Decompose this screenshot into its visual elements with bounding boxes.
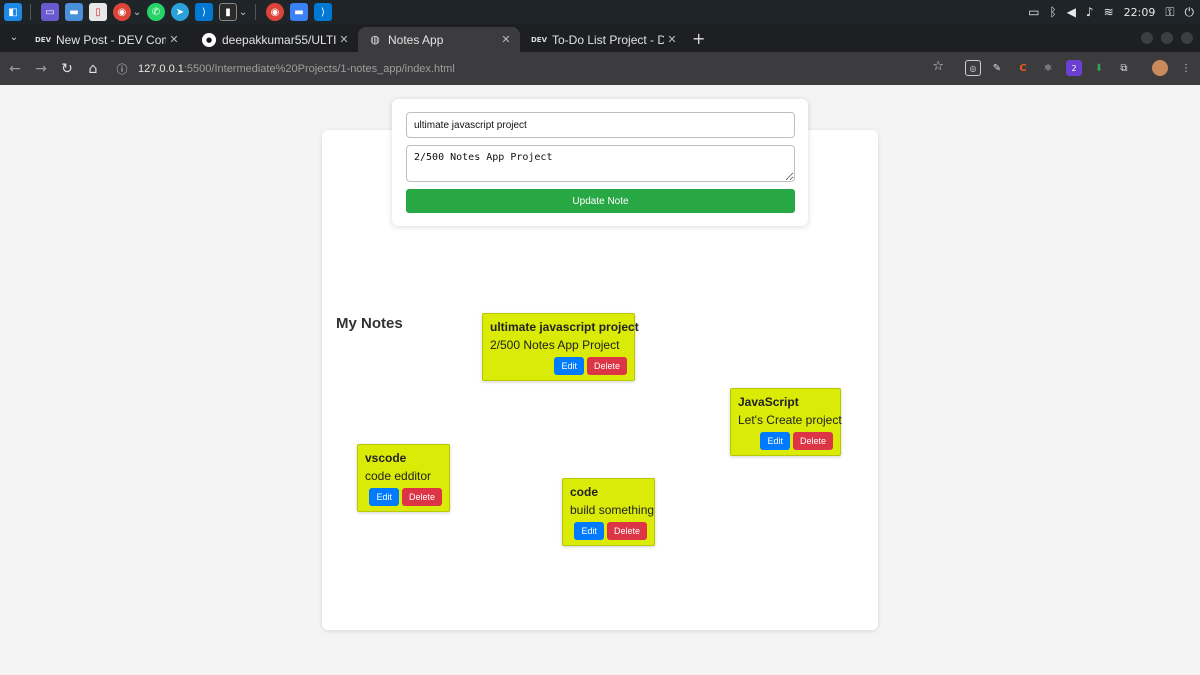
vscode-icon[interactable]: ⟩ xyxy=(195,3,213,21)
delete-button[interactable]: Delete xyxy=(792,432,833,450)
note-body-textarea[interactable]: 2/500 Notes App Project xyxy=(406,145,795,182)
tab-title: Notes App xyxy=(388,32,444,47)
window-minimize-button[interactable] xyxy=(1141,32,1153,44)
close-icon[interactable]: ✕ xyxy=(169,33,179,46)
chrome-running-icon[interactable]: ◉ xyxy=(266,3,284,21)
tab-title: To-Do List Project - DEV Community xyxy=(552,32,664,47)
desktop-pager-icon[interactable]: ▭ xyxy=(41,3,59,21)
note-title-input[interactable] xyxy=(406,112,795,138)
close-icon[interactable]: ✕ xyxy=(339,33,349,46)
network-icon[interactable]: ≋ xyxy=(1103,5,1114,19)
window-maximize-button[interactable] xyxy=(1161,32,1173,44)
url-host: 127.0.0.1 xyxy=(138,62,184,75)
url-path: :5500/Intermediate%20Projects/1-notes_ap… xyxy=(183,62,455,75)
delete-button[interactable]: Delete xyxy=(586,357,627,375)
telegram-icon[interactable]: ➤ xyxy=(171,3,189,21)
tab-notes-app[interactable]: ◍ Notes App ✕ xyxy=(358,27,520,52)
screen-icon[interactable]: ▭ xyxy=(1028,5,1040,19)
note-title: JavaScript xyxy=(738,395,799,409)
chevron-down-icon[interactable]: ⌄ xyxy=(238,6,248,18)
tab-title: deepakkumar55/ULTIMATE-JAVASCRIPT-PROJEC… xyxy=(222,32,336,47)
clock[interactable]: 22:09 xyxy=(1123,5,1156,19)
note-actions: Edit Delete xyxy=(365,488,442,506)
system-tray: ▭ ᛒ ◀ ♪ ≋ 22:09 ⚿ ⏻ xyxy=(1028,0,1194,24)
tab-search-icon[interactable]: ⌄ xyxy=(9,32,19,43)
window-close-button[interactable] xyxy=(1181,32,1193,44)
home-icon[interactable]: ⌂ xyxy=(88,60,98,77)
note-body: 2/500 Notes App Project xyxy=(490,338,620,352)
note-body: build something xyxy=(570,503,655,517)
whatsapp-icon[interactable]: ✆ xyxy=(147,3,165,21)
browser-toolbar: ← → ↻ ⌂ ⓘ 127.0.0.1:5500/Intermediate%20… xyxy=(0,52,1200,85)
chevron-down-icon[interactable]: ⌄ xyxy=(132,6,142,18)
folder-running-icon[interactable]: ▬ xyxy=(290,3,308,21)
note-form: 2/500 Notes App Project Update Note xyxy=(392,99,808,226)
dev-favicon-icon: DEV xyxy=(531,35,548,44)
delete-button[interactable]: Delete xyxy=(606,522,647,540)
volume-icon[interactable]: ◀ xyxy=(1066,5,1076,19)
edit-button[interactable]: Edit xyxy=(760,432,790,450)
download-extension-icon[interactable]: ⬇ xyxy=(1094,62,1104,74)
site-info-icon[interactable]: ⓘ xyxy=(116,62,128,76)
update-note-button[interactable]: Update Note xyxy=(406,189,795,213)
note-title: vscode xyxy=(365,451,407,465)
bookmark-star-icon[interactable]: ☆ xyxy=(932,59,944,74)
note-card[interactable]: vscode code edditor Edit Delete xyxy=(357,444,450,512)
c-extension-icon[interactable]: C xyxy=(1019,62,1027,74)
bluetooth-icon[interactable]: ᛒ xyxy=(1049,5,1057,19)
note-card[interactable]: code build something Edit Delete xyxy=(562,478,655,546)
note-card[interactable]: JavaScript Let's Create project Edit Del… xyxy=(730,388,842,456)
taskbar-separator xyxy=(255,4,256,20)
vscode-running-icon[interactable]: ⟩ xyxy=(314,3,332,21)
close-icon[interactable]: ✕ xyxy=(667,33,677,46)
note-body: code edditor xyxy=(365,469,432,483)
close-icon[interactable]: ✕ xyxy=(501,33,511,46)
note-card[interactable]: ultimate javascript project 2/500 Notes … xyxy=(482,313,639,381)
reload-icon[interactable]: ↻ xyxy=(61,60,73,77)
notification-icon[interactable]: ♪ xyxy=(1085,5,1094,19)
react-devtools-icon[interactable]: ⚛ xyxy=(1043,62,1053,74)
file-manager-icon[interactable]: ▬ xyxy=(65,3,83,21)
color-picker-icon[interactable]: ✎ xyxy=(992,62,1002,74)
puzzle-icon[interactable]: ⧉ xyxy=(1120,62,1128,74)
chrome-icon[interactable]: ◉ xyxy=(113,3,131,21)
extension-badge-icon[interactable]: 2 xyxy=(1066,60,1082,76)
note-title: ultimate javascript project xyxy=(490,320,639,334)
note-actions: Edit Delete xyxy=(738,432,833,450)
os-taskbar: ◧ ▭ ▬ ▯ ◉ ⌄ ✆ ➤ ⟩ ▮ ⌄ ◉ ▬ ⟩ ▭ ᛒ ◀ ♪ ≋ 22… xyxy=(0,0,1200,24)
address-bar[interactable]: ⓘ 127.0.0.1:5500/Intermediate%20Projects… xyxy=(106,56,958,81)
taskbar-separator xyxy=(30,4,31,20)
new-tab-button[interactable]: + xyxy=(692,29,706,48)
forward-arrow-icon[interactable]: → xyxy=(35,60,47,77)
note-actions: Edit Delete xyxy=(490,357,627,375)
note-actions: Edit Delete xyxy=(570,522,647,540)
terminal-icon[interactable]: ▮ xyxy=(219,3,237,21)
edit-button[interactable]: Edit xyxy=(554,357,584,375)
edit-button[interactable]: Edit xyxy=(369,488,399,506)
globe-icon: ◍ xyxy=(370,33,380,46)
notes-heading: My Notes xyxy=(336,315,403,332)
dev-favicon-icon: DEV xyxy=(35,35,52,44)
power-icon[interactable]: ⏻ xyxy=(1184,4,1195,19)
delete-button[interactable]: Delete xyxy=(401,488,442,506)
page-viewport: 2/500 Notes App Project Update Note My N… xyxy=(0,85,1200,675)
kebab-menu-icon[interactable]: ⋮ xyxy=(1181,62,1191,74)
browser-tab-strip: ⌄ DEV New Post - DEV Community ✕ ● deepa… xyxy=(0,24,1200,52)
document-viewer-icon[interactable]: ▯ xyxy=(89,3,107,21)
tab-dev-new-post[interactable]: DEV New Post - DEV Community ✕ xyxy=(26,27,188,52)
tab-dev-todo[interactable]: DEV To-Do List Project - DEV Community ✕ xyxy=(522,27,686,52)
kde-launcher-icon[interactable]: ◧ xyxy=(4,3,22,21)
url-text[interactable]: 127.0.0.1:5500/Intermediate%20Projects/1… xyxy=(138,63,455,75)
tab-github[interactable]: ● deepakkumar55/ULTIMATE-JAVASCRIPT-PROJ… xyxy=(192,27,358,52)
note-title: code xyxy=(570,485,599,499)
profile-avatar[interactable] xyxy=(1152,60,1168,76)
lock-icon[interactable]: ⚿ xyxy=(1165,4,1175,19)
tab-title: New Post - DEV Community xyxy=(56,32,166,47)
dark-reader-icon[interactable]: ◎ xyxy=(965,60,981,76)
back-arrow-icon[interactable]: ← xyxy=(9,60,21,77)
github-icon: ● xyxy=(202,32,216,47)
note-body: Let's Create project xyxy=(738,413,842,427)
edit-button[interactable]: Edit xyxy=(574,522,604,540)
